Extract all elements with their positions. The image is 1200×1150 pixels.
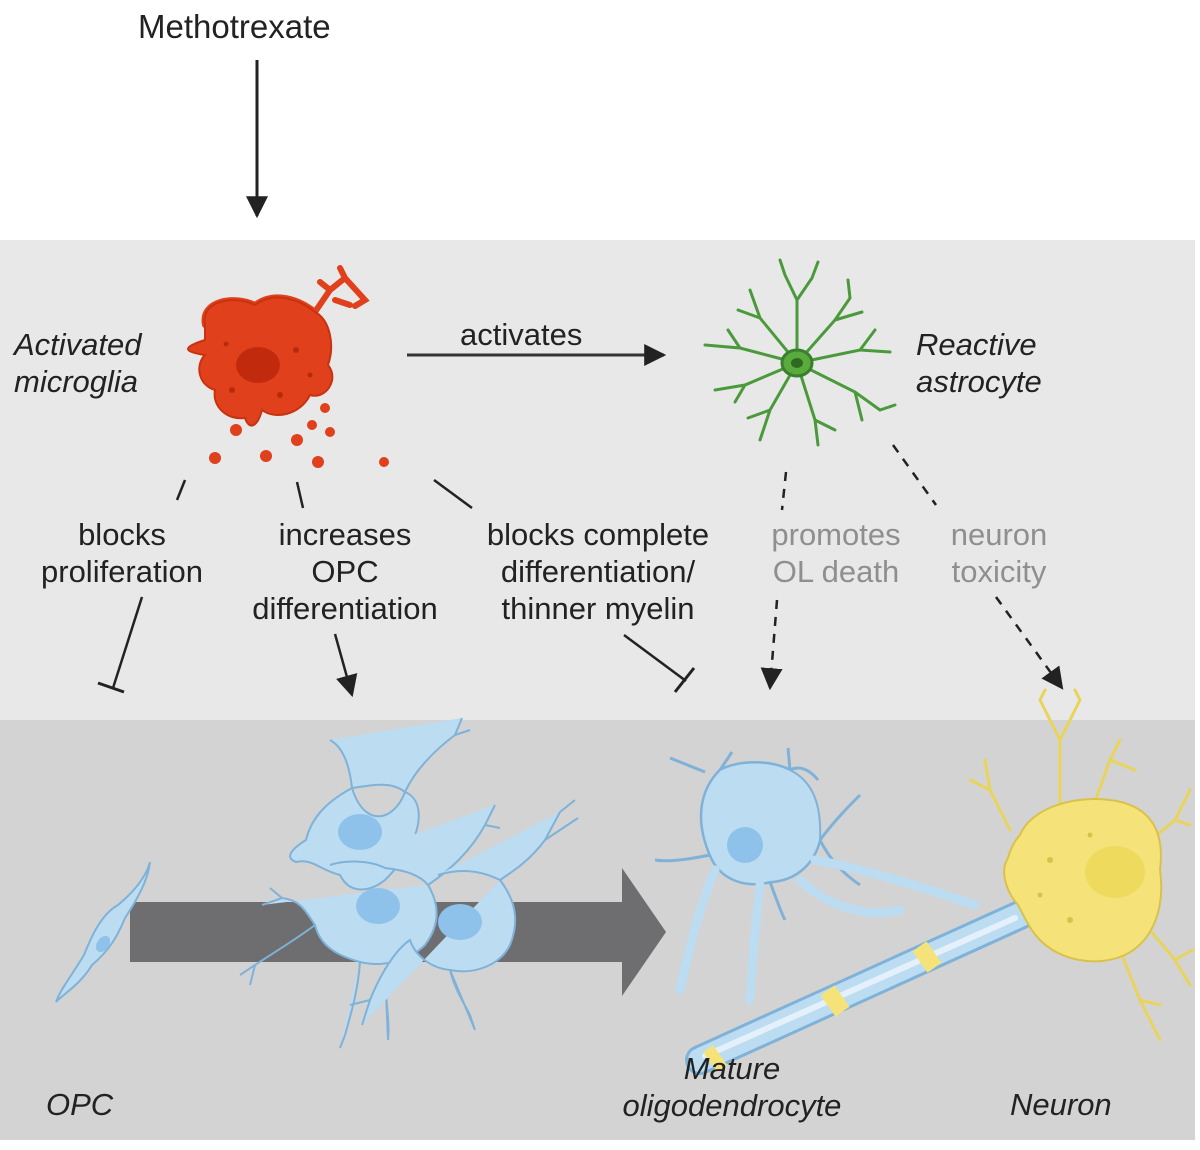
- microglia-cell: [187, 265, 389, 468]
- oligodendrocyte-label: Mature oligodendrocyte: [596, 1050, 868, 1124]
- astrocyte-label: Reactive astrocyte: [916, 326, 1042, 400]
- opc-cell: [55, 861, 151, 1003]
- middle-band: [0, 240, 1195, 720]
- oligodendrocyte-label-line1: Mature: [683, 1051, 781, 1086]
- promotes-ol-death-line1: promotes: [771, 517, 901, 552]
- increases-diff-arrow: [333, 633, 358, 698]
- blocks-proliferation-line-top: [175, 479, 187, 501]
- blocks-proliferation-line1: blocks: [78, 517, 166, 552]
- astrocyte-cell: [703, 258, 897, 447]
- astrocyte-label-line1: Reactive: [916, 327, 1037, 362]
- increases-opc-diff-label: increases OPC differentiation: [232, 516, 458, 627]
- blocks-complete-bar: [673, 667, 696, 693]
- microglia-label: Activated microglia: [14, 326, 142, 400]
- ol-death-dashed-top: [780, 471, 788, 511]
- opc-label: OPC: [46, 1087, 114, 1122]
- neuron-toxicity-line1: neuron: [950, 517, 1048, 552]
- ol-death-dashed-arrow: [760, 599, 783, 691]
- microglia-label-line2: microglia: [14, 364, 139, 399]
- blocks-proliferation-inhibitor: [111, 596, 144, 689]
- blocks-proliferation-line2: proliferation: [41, 554, 203, 589]
- blocks-proliferation-bar: [97, 681, 125, 694]
- blocks-complete-diff-line2: differentiation/: [500, 554, 696, 589]
- blocks-proliferation-label: blocks proliferation: [22, 516, 222, 590]
- neuron-toxicity-dashed-arrow: [994, 596, 1064, 690]
- blocks-complete-diff-line1: blocks complete: [486, 517, 710, 552]
- top-band: [0, 0, 1200, 240]
- oligodendrocyte-cell: [654, 747, 1035, 1075]
- oligodendrocyte-label-line2: oligodendrocyte: [622, 1088, 842, 1123]
- blocks-complete-line-top: [433, 478, 473, 510]
- blocks-complete-inhibitor: [623, 633, 687, 683]
- microglia-label-line1: Activated: [14, 327, 142, 362]
- increases-opc-diff-line2: OPC: [311, 554, 379, 589]
- blocks-complete-diff-label: blocks complete differentiation/ thinner…: [462, 516, 734, 627]
- neuron-toxicity-dashed-top: [891, 444, 938, 506]
- blocks-complete-diff-line3: thinner myelin: [501, 591, 695, 626]
- opc-cluster: [239, 717, 579, 1049]
- astrocyte-label-line2: astrocyte: [916, 364, 1042, 399]
- neuron-toxicity-label: neuron toxicity: [934, 516, 1064, 590]
- promotes-ol-death-line2: OL death: [772, 554, 900, 589]
- methotrexate-label: Methotrexate: [138, 8, 331, 45]
- increases-opc-diff-line1: increases: [278, 517, 412, 552]
- neuron-label: Neuron: [1010, 1087, 1112, 1122]
- neuron-cell: [968, 688, 1194, 1042]
- increases-opc-diff-line3: differentiation: [252, 591, 438, 626]
- neuron-toxicity-line2: toxicity: [951, 554, 1047, 589]
- activates-label: activates: [460, 317, 583, 352]
- increases-diff-line-top: [295, 481, 305, 509]
- promotes-ol-death-label: promotes OL death: [752, 516, 920, 590]
